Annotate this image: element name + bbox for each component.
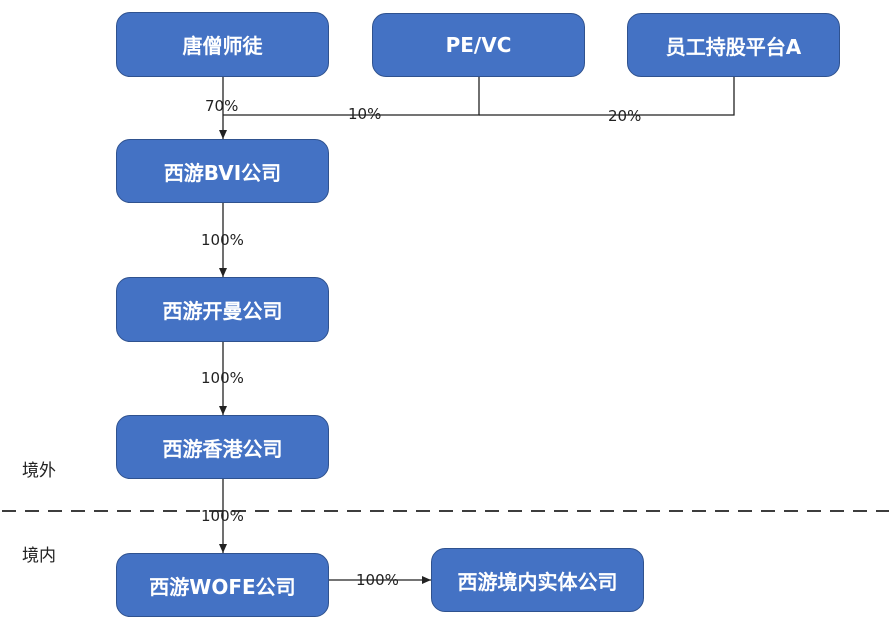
- region-onshore: 境内: [22, 546, 56, 566]
- node-hk: 西游香港公司: [116, 415, 329, 479]
- label-esop-bvi: 20%: [608, 107, 642, 125]
- esop-connector: [479, 77, 735, 116]
- node-cayman: 西游开曼公司: [116, 277, 329, 342]
- label-bvi-cayman: 100%: [201, 231, 244, 249]
- label-cayman-hk: 100%: [201, 369, 244, 387]
- node-wofe: 西游WOFE公司: [116, 553, 329, 617]
- label-tangseng-bvi: 70%: [205, 97, 239, 115]
- node-esop: 员工持股平台A: [627, 13, 840, 77]
- label-hk-wofe: 100%: [201, 507, 244, 525]
- node-pevc: PE/VC: [372, 13, 585, 77]
- label-wofe-domestic: 100%: [356, 571, 399, 589]
- node-bvi: 西游BVI公司: [116, 139, 329, 203]
- node-domestic: 西游境内实体公司: [431, 548, 644, 612]
- region-offshore: 境外: [22, 461, 56, 481]
- node-tangseng: 唐僧师徒: [116, 12, 329, 77]
- label-pevc-bvi: 10%: [348, 105, 382, 123]
